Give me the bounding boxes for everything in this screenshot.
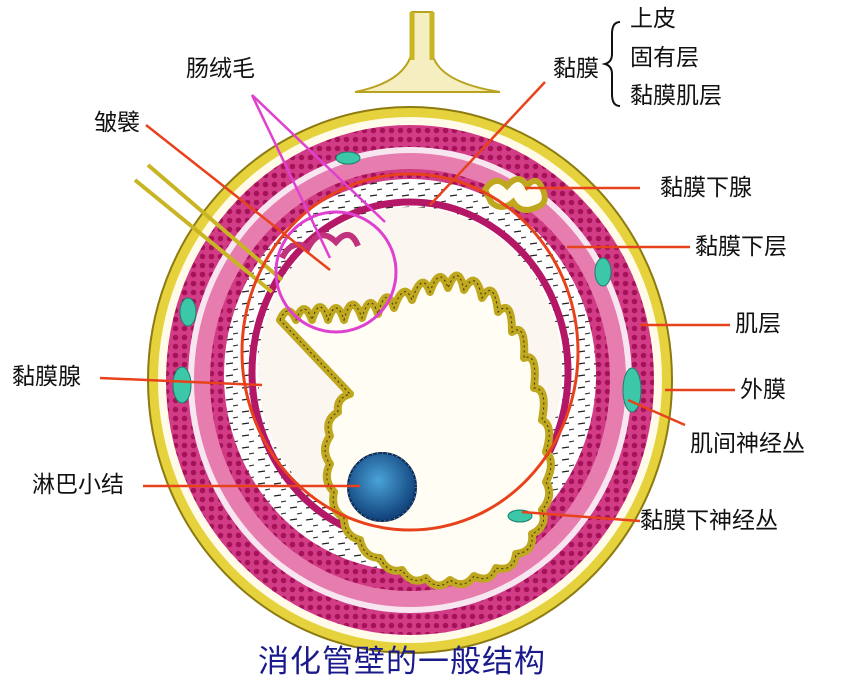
label-mucosal-gland: 黏膜腺 [12, 364, 81, 390]
label-lymph-nodule: 淋巴小结 [32, 472, 124, 498]
mesentery [354, 11, 501, 93]
villi-highlight-circle [274, 210, 398, 334]
page-title: 消化管壁的一般结构 [258, 644, 546, 680]
label-submucosal-gland: 黏膜下腺 [660, 175, 752, 201]
pointer-lines [99, 81, 735, 523]
label-submucosa: 黏膜下层 [695, 234, 787, 260]
gland-duct [133, 163, 284, 294]
label-muscularis: 肌层 [735, 311, 781, 337]
plica-fold [279, 232, 361, 260]
label-submucosal-plexus: 黏膜下神经丛 [640, 508, 778, 534]
submucosal-gland-coil [481, 176, 548, 213]
mucosa-highlight-ring [240, 172, 580, 532]
label-mucosa: 黏膜 [553, 56, 599, 82]
nerve-plexus-nodes [172, 151, 642, 523]
label-lamina-propria: 固有层 [630, 45, 699, 71]
label-villi: 肠绒毛 [186, 56, 255, 82]
label-plica: 皱襞 [94, 110, 140, 136]
villi-pointer-lines [250, 94, 386, 259]
label-adventitia: 外膜 [740, 377, 786, 403]
mucosa-bracket [601, 21, 621, 107]
label-epithelium: 上皮 [630, 6, 676, 32]
label-myenteric-plexus: 肌间神经丛 [690, 431, 805, 457]
label-muscularis-mucosae: 黏膜肌层 [630, 83, 722, 109]
